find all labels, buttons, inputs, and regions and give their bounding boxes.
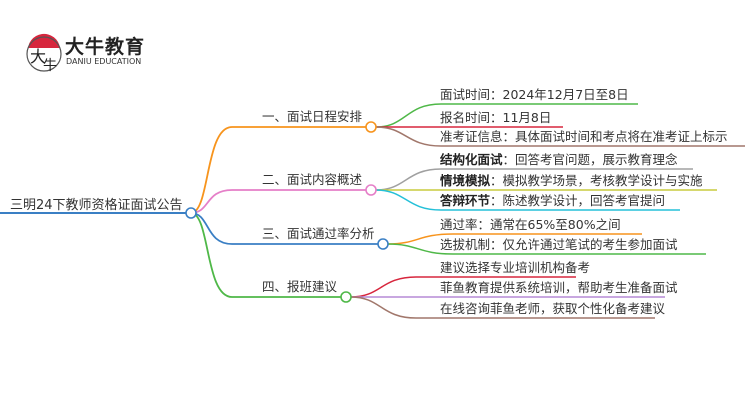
leaf-connector	[375, 189, 680, 211]
leaf-node[interactable]: 面试时间：2024年12月7日至8日	[440, 87, 629, 103]
leaf-node[interactable]: 结构化面试：回答考官问题，展示教育理念	[440, 152, 678, 168]
leaf-keyword: 结构化面试	[440, 152, 503, 167]
leaf-connector	[375, 103, 638, 128]
branch-connector	[190, 189, 371, 214]
leaf-connector	[350, 296, 655, 319]
leaf-connector	[375, 126, 745, 147]
leaf-node[interactable]: 在线咨询菲鱼老师，获取个性化备考建议	[440, 301, 665, 317]
leaf-node[interactable]: 建议选择专业培训机构备考	[440, 260, 590, 276]
leaf-node[interactable]: 通过率：通常在65%至80%之间	[440, 217, 621, 233]
leaf-text: ：回答考官问题，展示教育理念	[502, 152, 678, 167]
leaf-text: ：模拟教学场景，考核教学设计与实施	[490, 173, 703, 188]
root-toggle-circle[interactable]	[185, 207, 197, 219]
brand-name: 大牛教育	[65, 36, 146, 58]
leaf-text: 选拔机制：仅允许通过笔试的考生参加面试	[440, 237, 678, 252]
leaf-text: 准考证信息：具体面试时间和考点将在准考证上标示	[440, 129, 728, 144]
branch-toggle-circle[interactable]	[365, 121, 377, 133]
branch-toggle-circle[interactable]	[340, 291, 352, 303]
leaf-keyword: 答辩环节	[440, 193, 491, 208]
svg-text:大: 大	[30, 47, 46, 66]
leaf-node[interactable]: 报名时间：11月8日	[440, 110, 551, 126]
leaf-connector	[387, 243, 706, 255]
leaf-node[interactable]: 答辩环节：陈述教学设计，回答考官提问	[440, 193, 665, 209]
svg-text:牛: 牛	[43, 58, 57, 74]
branch-node[interactable]: 三、面试通过率分析	[262, 226, 375, 241]
leaf-connector	[375, 168, 693, 191]
branch-toggle-circle[interactable]	[365, 184, 377, 196]
leaf-node[interactable]: 准考证信息：具体面试时间和考点将在准考证上标示	[440, 129, 728, 145]
leaf-text: 在线咨询菲鱼老师，获取个性化备考建议	[440, 301, 666, 316]
leaf-node[interactable]: 情境模拟：模拟教学场景，考核教学设计与实施	[440, 173, 703, 189]
leaf-text: 报名时间：11月8日	[440, 110, 552, 125]
leaf-node[interactable]: 选拔机制：仅允许通过笔试的考生参加面试	[440, 237, 678, 253]
brand-subtitle: DANIU EDUCATION	[66, 57, 142, 66]
branch-node[interactable]: 四、报班建议	[262, 279, 338, 294]
leaf-text: 通过率：通常在65%至80%之间	[440, 217, 621, 232]
branch-toggle-circle[interactable]	[377, 238, 389, 250]
leaf-keyword: 情境模拟	[440, 173, 491, 188]
logo-mark: 大 牛	[24, 30, 64, 80]
branch-connector	[190, 126, 371, 214]
leaf-node[interactable]: 菲鱼教育提供系统培训，帮助考生准备面试	[440, 280, 678, 296]
root-node[interactable]: 三明24下教师资格证面试公告	[10, 198, 183, 213]
leaf-connector	[387, 233, 642, 245]
branch-node[interactable]: 二、面试内容概述	[262, 172, 363, 187]
leaf-text: 建议选择专业培训机构备考	[440, 260, 591, 275]
leaf-connector	[350, 276, 576, 298]
branch-connector	[190, 212, 346, 298]
leaf-text: 菲鱼教育提供系统培训，帮助考生准备面试	[440, 280, 678, 295]
branch-node[interactable]: 一、面试日程安排	[262, 109, 363, 124]
leaf-text: ：陈述教学设计，回答考官提问	[490, 193, 666, 208]
leaf-text: 面试时间：2024年12月7日至8日	[440, 87, 629, 102]
